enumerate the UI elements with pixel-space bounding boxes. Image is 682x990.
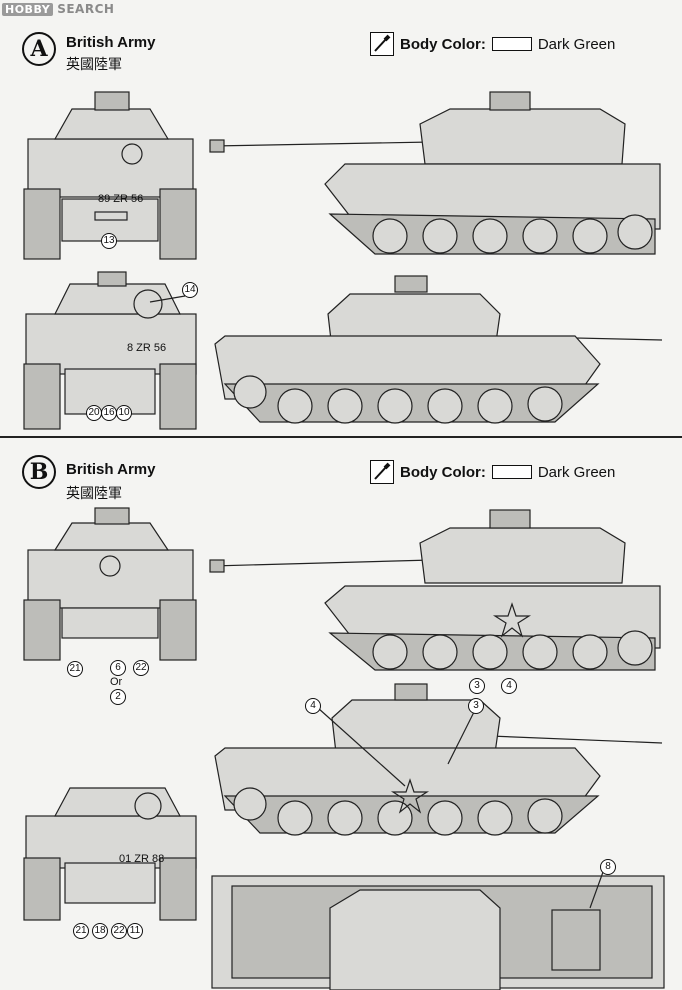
army-name-zh: 英國陸軍 [66, 485, 122, 501]
plate-rear: 8 ZR 56 [127, 342, 167, 354]
plate-front: 89 ZR 56 [98, 193, 144, 205]
watermark-logo: HOBBY [2, 2, 54, 16]
decal-callout: 6 [110, 660, 126, 676]
decal-callout: 22 [111, 923, 127, 939]
army-name-en: British Army [66, 34, 156, 51]
tank-top-view [211, 871, 665, 990]
scheme-letter-badge: B [22, 455, 56, 489]
body-color-label: Body Color: [400, 35, 486, 53]
body-color-row: Body Color: Dark Green [370, 460, 615, 484]
color-swatch [491, 465, 532, 479]
scheme-letter-badge: A [22, 32, 56, 66]
decal-callout: 2 [110, 689, 126, 705]
brush-icon [370, 32, 394, 56]
decal-callout: 3 [468, 698, 484, 714]
tank-front-view [23, 507, 197, 661]
decal-callout: 4 [305, 698, 321, 714]
decal-callout: 14 [182, 282, 198, 298]
brush-icon [370, 460, 394, 484]
decal-callout: 22 [133, 660, 149, 676]
decal-callout: 21 [73, 923, 89, 939]
watermark: HOBBY SEARCH [2, 2, 114, 16]
decal-callout: 18 [92, 923, 108, 939]
decal-callout: 4 [501, 678, 517, 694]
tank-drawings-a [23, 91, 663, 430]
tank-side-view-right [214, 683, 663, 836]
decal-callout: 16 [101, 405, 117, 421]
panel-divider [0, 436, 682, 438]
scheme-panel-b: B British Army 英國陸軍 Body Color: Dark Gre… [0, 438, 682, 990]
scheme-panel-a: A British Army 英國陸軍 Body Color: Dark Gre… [0, 14, 682, 436]
or-text: Or [110, 676, 123, 688]
tank-side-view-left [209, 509, 661, 671]
decal-callout: 20 [86, 405, 102, 421]
body-color-label: Body Color: [400, 463, 486, 481]
decal-callout: 13 [101, 233, 117, 249]
tank-side-view-right [214, 275, 663, 424]
army-name-zh: 英國陸軍 [66, 56, 122, 72]
color-swatch [491, 37, 532, 51]
decal-callout: 10 [116, 405, 132, 421]
tank-rear-view [23, 787, 197, 921]
decal-callout: 11 [127, 923, 143, 939]
tank-side-view-left [209, 91, 661, 255]
body-color-name: Dark Green [537, 463, 616, 481]
watermark-text: SEARCH [57, 2, 115, 16]
body-color-name: Dark Green [537, 35, 616, 53]
decal-callout: 21 [67, 661, 83, 677]
body-color-row: Body Color: Dark Green [370, 32, 615, 56]
decal-callout: 8 [600, 859, 616, 875]
plate-rear: 01 ZR 88 [119, 853, 165, 865]
tank-drawings-b [23, 507, 665, 990]
decal-callout: 3 [469, 678, 485, 694]
army-name-en: British Army [66, 461, 156, 478]
